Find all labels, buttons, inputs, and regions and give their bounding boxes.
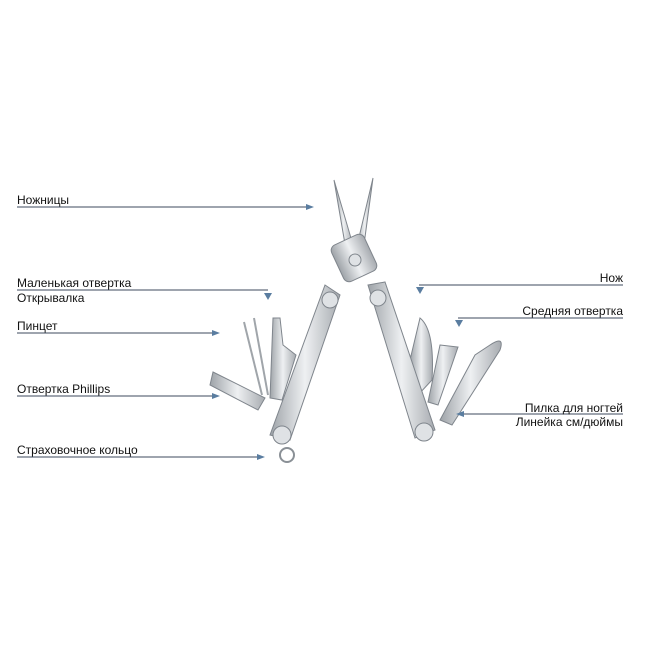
- label-lanyard-ring: Страховочное кольцо: [17, 443, 138, 457]
- label-scissors: Ножницы: [17, 193, 70, 207]
- arrow-icon: [306, 204, 314, 210]
- arrow-icon: [264, 293, 272, 300]
- arrow-icon: [416, 287, 424, 294]
- label-phillips: Отвертка Phillips: [17, 382, 111, 396]
- right-handle: [367, 281, 436, 439]
- label-nail-file: Пилка для ногтей: [524, 401, 623, 415]
- label-bottle-opener: Открывалка: [17, 291, 85, 305]
- tool-medium-screwdriver: [427, 344, 459, 406]
- arrow-icon: [456, 411, 464, 417]
- arrow-icon: [257, 454, 265, 460]
- arrow-heads: [212, 204, 464, 460]
- label-tweezers: Пинцет: [17, 319, 58, 333]
- tool-screwdriver-opener: [269, 317, 297, 401]
- arrow-icon: [455, 320, 463, 327]
- label-medium-screwdriver: Средняя отвертка: [522, 304, 623, 318]
- label-ruler: Линейка см/дюймы: [515, 415, 623, 429]
- leader-lines: [17, 206, 623, 458]
- arrow-icon: [212, 393, 220, 399]
- tool-small-blade: [209, 371, 266, 411]
- label-small-screwdriver: Маленькая отвертка: [17, 276, 132, 290]
- arrow-icon: [212, 330, 220, 336]
- label-knife: Нож: [599, 271, 623, 285]
- tool-nail-file: [439, 340, 502, 426]
- lanyard-ring: [279, 447, 295, 463]
